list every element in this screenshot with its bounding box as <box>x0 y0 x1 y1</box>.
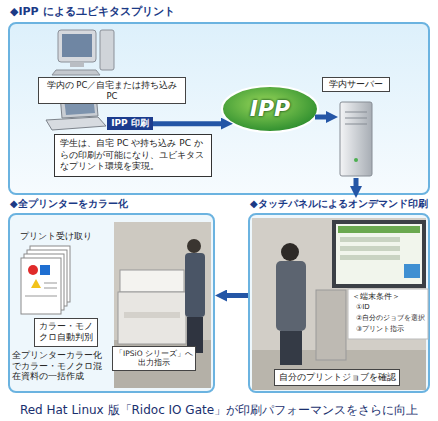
monitor-screen <box>62 34 92 57</box>
pc-tower <box>100 30 114 70</box>
person-legs <box>280 331 302 365</box>
red-mark <box>28 265 38 275</box>
color-documents <box>21 246 70 314</box>
instruction-box: 「IPSiO シリーズ」へ出力指示 <box>112 346 196 371</box>
box-text: 自分のプリントジョブを確認 <box>277 372 397 383</box>
label-text: 全プリンターカラー化でカラー・モノクロ混在資料の一括作成 <box>12 350 110 382</box>
screen-bar <box>338 226 420 233</box>
section-heading: ◆全プリンターをカラー化 <box>10 198 128 211</box>
ellipse-text: IPP <box>250 95 290 123</box>
flow-arrow <box>354 178 359 187</box>
callout-box: 学生は、自宅 PC や持ち込み PC からの印刷が可能になり、ユビキタスなプリン… <box>54 134 212 177</box>
protocol-ellipse: IPP <box>220 84 320 134</box>
flow-arrow <box>226 293 248 298</box>
print-tag: IPP 印刷 <box>107 117 153 130</box>
callout-text: 学生は、自宅 PC や持ち込み PC からの印刷が可能になり、ユビキタスなプリン… <box>60 138 206 173</box>
box-text: 学内の PC／自宅または持ち込み PC <box>41 80 183 101</box>
condition-panel <box>348 289 428 339</box>
person-head <box>187 239 201 253</box>
feature-box: カラー・モノクロ自動判別 <box>34 318 98 347</box>
label-text: ＜端末条件＞ <box>352 292 428 301</box>
keyboard <box>52 70 100 75</box>
screen-row <box>340 246 400 251</box>
label-text: ②自分のジョブを選択 <box>356 314 428 323</box>
person-body <box>276 261 306 331</box>
tag-text: IPP 印刷 <box>109 118 151 129</box>
server-label: 学内サーバー <box>322 77 390 92</box>
ellipse-shape <box>222 86 318 132</box>
server-lamp <box>354 158 358 162</box>
server-node: 学内サーバー <box>338 100 374 178</box>
caption-text: Red Hat Linux 版「Ridoc IO Gate」が印刷パフォーマンス… <box>0 402 438 419</box>
screen-row <box>340 255 400 260</box>
text-line <box>44 288 57 289</box>
box-text: 「IPSiO シリーズ」へ出力指示 <box>115 349 193 368</box>
screen-button <box>404 264 420 278</box>
touch-panel-frame <box>332 220 426 288</box>
yellow-mark <box>31 279 41 288</box>
monitor-stand <box>70 62 84 67</box>
confirm-box: 自分のプリントジョブを確認 <box>274 369 400 386</box>
server-machine <box>340 102 372 176</box>
server-slot <box>345 112 367 113</box>
server-slot <box>345 118 367 119</box>
label-text: ①ID <box>356 303 428 312</box>
server-body <box>340 102 372 176</box>
section-heading: ◆IPP によるユビキタスプリント <box>10 5 175 19</box>
paper-tray <box>124 312 180 318</box>
monitor <box>58 30 96 62</box>
device-label-box: 学内の PC／自宅または持ち込み PC <box>38 77 186 104</box>
section-heading: ◆タッチパネルによるオンデマンド印刷 <box>250 198 428 211</box>
screen-row <box>340 237 400 242</box>
kiosk-stand <box>316 290 346 360</box>
blue-mark <box>40 265 50 275</box>
person-body <box>185 253 205 317</box>
label-text: プリント受け取り <box>20 231 110 242</box>
flow-arrow <box>315 115 327 120</box>
printer-top <box>120 270 184 292</box>
kiosk-photo <box>252 218 428 390</box>
server-slot <box>345 124 367 125</box>
text-line <box>44 283 57 284</box>
paper-sheet <box>21 258 61 314</box>
label-text: ③プリント指示 <box>356 325 428 334</box>
box-text: カラー・モノクロ自動判別 <box>37 321 95 344</box>
touch-panel-screen <box>336 224 422 284</box>
printer-body <box>118 292 186 344</box>
text-line <box>25 296 57 297</box>
flow-arrow <box>153 121 222 126</box>
person-head <box>281 243 299 261</box>
